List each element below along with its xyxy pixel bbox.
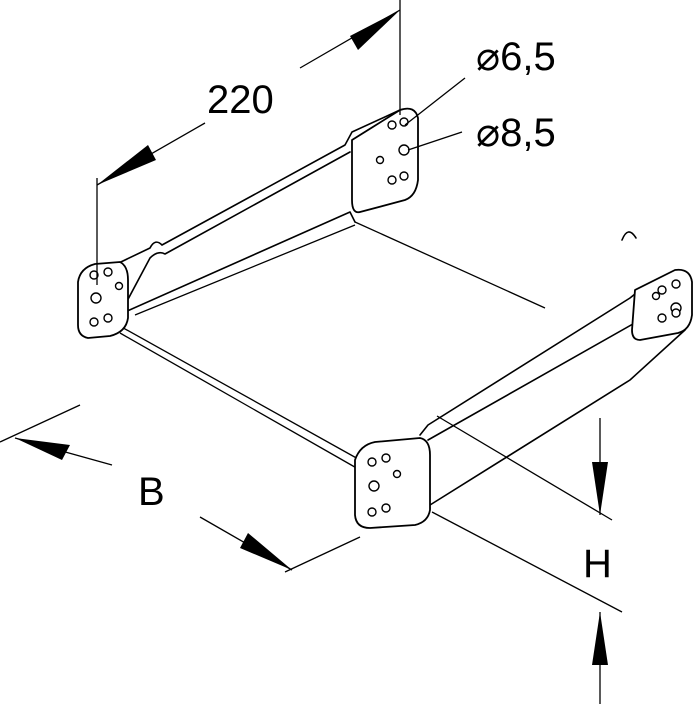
dimension-length: 220 (96, 0, 401, 285)
connector-bracket-back (77, 107, 419, 339)
length-label: 220 (207, 78, 274, 122)
tray-floor (117, 221, 546, 471)
hole-small-label: ⌀6,5 (476, 35, 556, 79)
dimension-width: B (0, 404, 361, 573)
dimension-height: H (431, 415, 623, 704)
width-label: B (138, 470, 165, 514)
hole-large-label: ⌀8,5 (476, 111, 556, 155)
connector-bracket-front (354, 231, 693, 529)
hole-callouts: ⌀6,5 ⌀8,5 (404, 35, 556, 155)
height-label: H (583, 542, 612, 586)
